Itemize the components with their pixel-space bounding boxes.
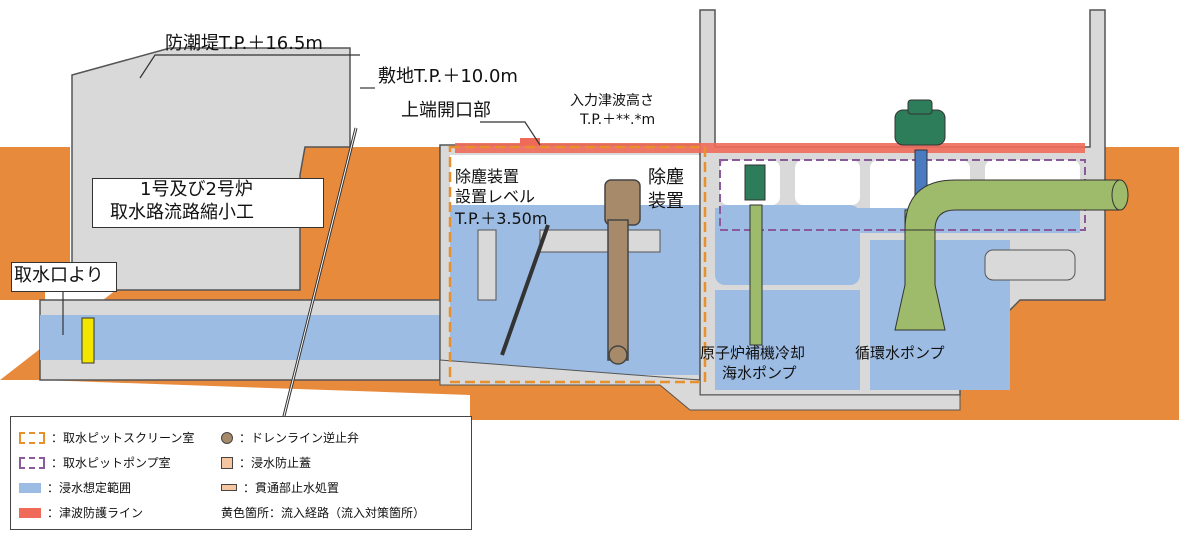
dashed-orange-box-icon (19, 431, 45, 444)
seawall (71, 47, 351, 291)
site-level-label: 敷地T.P.＋10.0m (378, 66, 518, 87)
screen-room-outline (448, 145, 707, 384)
input-tsunami-label-1: 入力津波高さ (570, 93, 654, 109)
upper-opening-leader (480, 121, 541, 146)
legend-item-penetration: ：貫通部止水処置 (221, 479, 339, 496)
legend-item-drain-valve: ：ドレンライン逆止弁 (221, 429, 359, 446)
legend-label-flood-area: ：浸水想定範囲 (47, 481, 132, 495)
screen-room-air (450, 155, 700, 205)
dust-platform (539, 229, 661, 253)
dust-device-screen (500, 224, 550, 356)
aux-pump-label-2: 海水ポンプ (722, 364, 797, 382)
pole-inner (282, 127, 357, 421)
intake-water (40, 315, 460, 360)
pump-room-water-band (715, 208, 1080, 233)
pipe-icon (221, 484, 237, 491)
flow-path-yellow-marker (81, 317, 95, 364)
pier-left (477, 229, 497, 301)
dust-level-label-3: T.P.＋3.50m (455, 209, 548, 228)
legend-item-flood-lid: ：浸水防止蓋 (221, 454, 311, 471)
from-intake-box (11, 262, 117, 292)
circ-pump-outlet (1111, 179, 1129, 211)
dust-device-label-1: 除塵 (648, 167, 684, 188)
circ-pump-motor-top (907, 99, 933, 115)
legend-item-screen-room: ：取水ピットスクリーン室 (19, 429, 194, 446)
from-intake-label: 取水口より (14, 265, 104, 286)
dust-level-label-2: 設置レベル (455, 187, 536, 206)
legend: ：取水ピットスクリーン室 ：取水ピットポンプ室 ：浸水想定範囲 ：津波防護ライン… (10, 416, 472, 530)
legend-item-flood-area: ：浸水想定範囲 (19, 479, 131, 496)
blue-fill-icon (19, 482, 41, 493)
circ-pump-label: 循環水ポンプ (855, 344, 945, 362)
aux-pump-label-1: 原子炉補機冷却 (700, 344, 806, 362)
pump-room-air-2 (795, 160, 860, 205)
legend-item-tsunami-line: ：津波防護ライン (19, 504, 143, 521)
dust-level-label-1: 除塵装置 (455, 167, 520, 186)
dust-device-wheel (608, 345, 628, 365)
reactor-label-1: 1号及び2号炉 (140, 179, 253, 200)
reactor-label-box (92, 178, 324, 228)
legend-label-penetration: ：貫通部止水処置 (243, 481, 340, 495)
square-icon (221, 456, 233, 469)
tsunami-protection-upper (520, 138, 540, 146)
dust-device-label-2: 装置 (648, 191, 684, 212)
legend-label-pump-room: ：取水ピットポンプ室 (51, 456, 171, 470)
dust-device-column (607, 219, 629, 361)
circ-pump-motor (894, 109, 946, 146)
legend-label-tsunami-line: ：津波防護ライン (47, 506, 144, 520)
legend-label-flood-lid: ：浸水防止蓋 (239, 456, 312, 470)
ground-soil (0, 147, 70, 300)
reactor-label-2: 取水路流路縮小工 (110, 202, 254, 223)
lower-channel (439, 359, 961, 411)
input-tsunami-label-2: T.P.＋**.*m (580, 112, 656, 128)
legend-item-pump-room: ：取水ピットポンプ室 (19, 454, 171, 471)
tsunami-protection-line (455, 143, 1085, 153)
seawall-label: 防潮堤T.P.＋16.5m (165, 33, 323, 54)
aux-pump-motor (744, 164, 766, 201)
aux-pump-shaft (749, 204, 763, 346)
red-fill-icon (19, 507, 41, 518)
legend-label-drain-valve: ：ドレンライン逆止弁 (239, 431, 360, 445)
legend-item-yellow-note: 黄色箇所：流入経路（流入対策箇所） (221, 504, 425, 521)
dashed-purple-box-icon (19, 456, 45, 469)
seawall-leader (139, 54, 360, 79)
upper-opening-label: 上端開口部 (401, 100, 491, 121)
legend-label-screen-room: ：取水ピットスクリーン室 (51, 431, 195, 445)
pump-room-box (984, 249, 1076, 281)
pump-room-lower-left (715, 290, 860, 390)
dust-device-frame (604, 179, 641, 226)
legend-label-yellow-note: 黄色箇所：流入経路（流入対策箇所） (221, 506, 426, 520)
circle-icon (221, 431, 233, 444)
